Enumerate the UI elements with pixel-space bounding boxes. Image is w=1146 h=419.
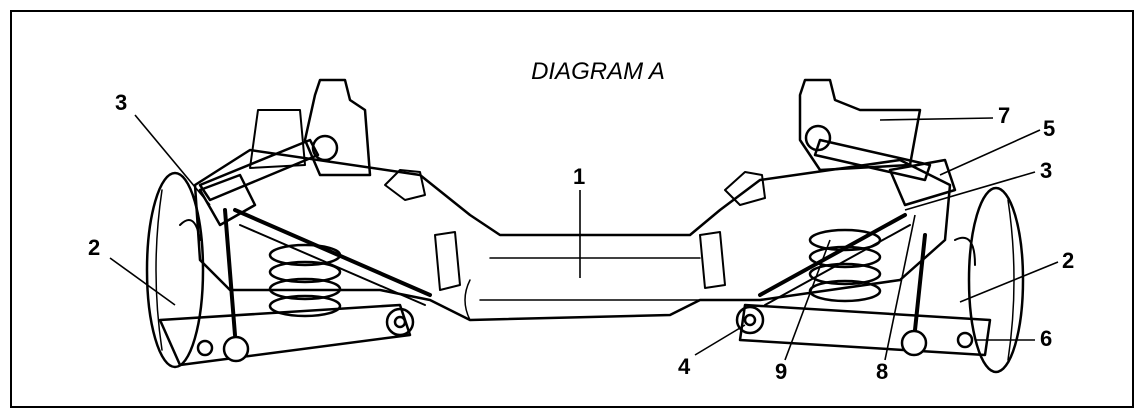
label-1-center: 1 — [573, 164, 586, 189]
left-upper-arm — [198, 138, 320, 202]
left-coil-spring — [268, 243, 342, 318]
right-mount — [798, 78, 922, 172]
left-bushing — [385, 307, 415, 337]
label-8-bottom: 8 — [876, 359, 889, 384]
right-bushing — [735, 305, 765, 335]
label-6-right: 6 — [1040, 326, 1053, 351]
left-stabilizer-link — [223, 208, 237, 337]
right-wheel-rim — [967, 186, 1025, 374]
label-2-left: 2 — [88, 235, 101, 260]
left-wheel-rim — [145, 171, 205, 369]
label-4-bottom: 4 — [678, 354, 691, 379]
left-strut-rod — [233, 208, 432, 297]
right-stabilizer-link — [913, 233, 927, 332]
right-upper-arm — [813, 138, 932, 182]
right-lower-arm — [738, 303, 992, 357]
right-strut-rod — [758, 213, 907, 297]
label-3-right: 3 — [1040, 158, 1053, 183]
left-mount — [303, 78, 372, 177]
label-7-right: 7 — [998, 103, 1011, 128]
label-3-left: 3 — [115, 90, 128, 115]
label-9-bottom: 9 — [775, 359, 788, 384]
diagram-title: DIAGRAM A — [531, 58, 665, 85]
label-5-right: 5 — [1043, 116, 1056, 141]
label-2-right: 2 — [1062, 248, 1075, 273]
left-lower-arm — [158, 303, 412, 367]
